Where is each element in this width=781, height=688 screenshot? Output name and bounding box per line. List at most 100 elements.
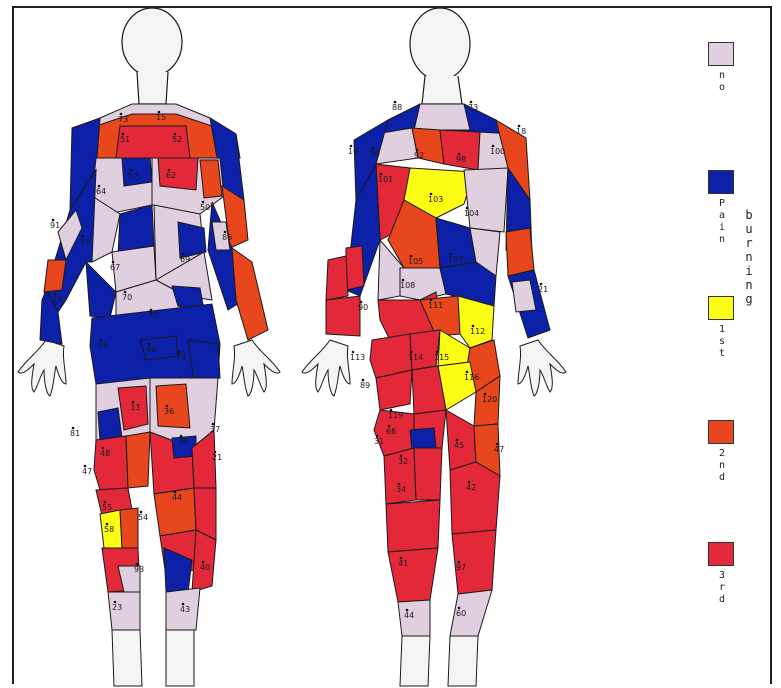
back-right-hand <box>518 340 566 396</box>
back-region-number: 34 <box>396 485 406 494</box>
front-region-number: 21 <box>212 453 222 462</box>
back-region-number: 16 <box>348 147 358 156</box>
back-region-number: 113 <box>350 353 365 362</box>
region-88 <box>414 104 470 130</box>
back-region-number: 32 <box>398 457 408 466</box>
front-region-number: 52 <box>172 135 182 144</box>
region-47 <box>126 432 150 488</box>
region-89 <box>346 246 364 290</box>
back-right-foot <box>448 636 478 686</box>
front-region-number: 81 <box>70 429 80 438</box>
front-region-number: 33 <box>130 403 140 412</box>
front-neck <box>137 72 168 104</box>
legend-swatch-3rd <box>708 542 734 566</box>
front-region-number: 76 <box>98 341 108 350</box>
front-head <box>122 8 182 76</box>
region-48 <box>94 436 128 490</box>
front-region-number: 50 <box>200 203 210 212</box>
region-30 <box>232 248 268 340</box>
back-region-number: 116 <box>464 373 479 382</box>
back-neck <box>422 76 462 104</box>
region-41b <box>388 548 438 602</box>
front-region-number: 48 <box>100 449 110 458</box>
front-region-number: 62 <box>166 171 176 180</box>
back-region-number: 41 <box>398 559 408 568</box>
back-region-number: 114 <box>408 353 423 362</box>
region-30b <box>120 508 138 548</box>
region-42 <box>450 462 500 534</box>
back-region-number: 107 <box>448 255 463 264</box>
legend-swatch-no <box>708 42 734 66</box>
back-left-hand <box>302 340 350 396</box>
back-region-number: 112 <box>470 327 485 336</box>
region-32-blue <box>410 428 436 450</box>
front-region-number: 70 <box>122 293 132 302</box>
front-left-hand <box>232 340 280 396</box>
back-region-number: 105 <box>408 257 423 266</box>
back-region-number: 47 <box>494 445 504 454</box>
back-region-number: 66 <box>386 427 396 436</box>
front-region-number: 54 <box>138 513 148 522</box>
legend-label-2nd: 2nd <box>716 448 728 484</box>
back-region-number: 101 <box>378 175 393 184</box>
back-head <box>410 8 470 80</box>
front-region-number: 24 <box>52 295 62 304</box>
front-region-number: 69 <box>180 255 190 264</box>
back-region-number: 88 <box>392 103 402 112</box>
front-right-hand <box>18 340 66 396</box>
legend-label-1st: 1st <box>716 324 728 360</box>
back-region-number: 100 <box>490 147 505 156</box>
front-region-number: 43 <box>180 605 190 614</box>
back-region-number: 108 <box>400 281 415 290</box>
region-62b <box>158 158 198 190</box>
back-region-number: 60 <box>456 609 466 618</box>
front-region-number: 19 <box>80 237 90 246</box>
back-region-number: 92 <box>414 151 424 160</box>
front-left-hip <box>188 340 220 380</box>
front-region-number: 93 <box>134 565 144 574</box>
front-region-number: 86 <box>222 233 232 242</box>
region-45 <box>446 410 476 470</box>
region-104 <box>464 168 508 232</box>
front-region-number: 23 <box>112 603 122 612</box>
region-81 <box>98 408 122 440</box>
front-region-number: 36 <box>164 407 174 416</box>
back-region-number: 42 <box>466 483 476 492</box>
front-region-number: 15 <box>156 113 166 122</box>
region-98 <box>440 130 480 170</box>
front-region-number: 66 <box>146 345 156 354</box>
front-region-number: 37 <box>210 425 220 434</box>
back-region-number: 111 <box>428 301 443 310</box>
back-figure <box>302 8 566 686</box>
legend-swatch-2nd <box>708 420 734 444</box>
front-region-number: 64 <box>96 187 106 196</box>
legend-swatch-1st <box>708 296 734 320</box>
front-region-number: 78 <box>176 353 186 362</box>
back-region-number: 73 <box>468 103 478 112</box>
back-region-number: 120 <box>482 395 497 404</box>
legend-swatch-pain <box>708 170 734 194</box>
region-34b <box>414 448 442 500</box>
back-region-number: 21 <box>538 285 548 294</box>
back-region-number: 119 <box>388 411 403 420</box>
front-region-number: 72 <box>148 311 158 320</box>
region-31b <box>506 228 534 276</box>
region-21 <box>44 260 66 292</box>
back-region-number: 115 <box>434 353 449 362</box>
legend-label-3rd: 3rd <box>716 570 728 606</box>
back-region-number: 98 <box>456 155 466 164</box>
front-region-number: 55 <box>102 503 112 512</box>
region-41 <box>386 500 440 552</box>
back-region-number: 103 <box>428 195 443 204</box>
region-114 <box>410 330 440 370</box>
legend-label-pain: Pain <box>716 198 728 246</box>
legend-group-label: burning <box>742 208 756 306</box>
back-region-number: 104 <box>464 209 479 218</box>
back-region-number: 97 <box>456 563 466 572</box>
front-left-pec-edge <box>200 160 222 198</box>
front-region-number: 51 <box>120 135 130 144</box>
front-region-number: 44 <box>172 493 182 502</box>
back-region-number: 90 <box>358 303 368 312</box>
front-left-foot <box>166 630 194 686</box>
